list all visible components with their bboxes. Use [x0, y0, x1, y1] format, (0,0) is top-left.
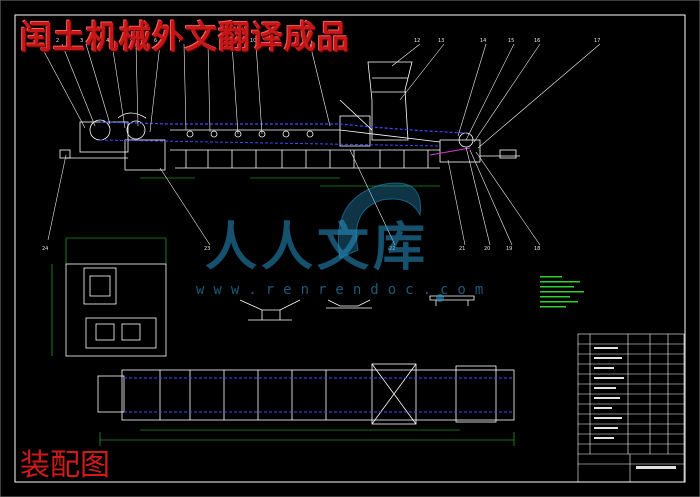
base-block — [59, 149, 71, 159]
callout-number: 5 — [130, 38, 134, 44]
hopper-chute — [339, 99, 373, 131]
callout-number: 4 — [106, 38, 110, 44]
trough-idler-section — [239, 299, 301, 311]
callout-number: 7 — [178, 38, 182, 44]
motor-block — [83, 267, 117, 305]
callout-number: 22 — [389, 246, 396, 252]
callout-number: 21 — [459, 246, 466, 252]
callout-number: 16 — [534, 38, 541, 44]
callout-number: 9 — [226, 38, 230, 44]
callout-number: 14 — [480, 38, 487, 44]
callout-number: 17 — [594, 38, 601, 44]
callout-number: 2 — [56, 38, 60, 44]
watermark-brand: 人人文库 — [205, 217, 430, 278]
callout-number: 24 — [42, 246, 49, 252]
plan-view — [97, 363, 515, 425]
idler-sections — [239, 295, 475, 321]
drive-cover — [117, 112, 147, 119]
callout-number: 13 — [438, 38, 445, 44]
drive-dimensions — [51, 237, 167, 356]
top-dimensions — [140, 177, 440, 187]
gear-cell — [121, 323, 141, 341]
watermark-swoosh-icon — [337, 182, 444, 302]
tensioner — [499, 149, 517, 159]
callout-number: 18 — [534, 246, 541, 252]
drawing-label: 装配图 — [20, 448, 110, 483]
idler — [282, 130, 290, 138]
plan-belt — [124, 377, 512, 413]
detail-frame — [65, 263, 167, 357]
idler — [186, 130, 194, 138]
callout-number: 6 — [154, 38, 158, 44]
bom-text-marks — [594, 347, 676, 469]
pipe-line — [429, 147, 471, 156]
incline-rail — [339, 129, 441, 143]
technical-notes — [540, 276, 584, 308]
plan-frame — [121, 369, 515, 421]
callout-number: 1 — [34, 38, 38, 44]
return-belt — [99, 139, 441, 147]
title-block — [577, 333, 685, 483]
return-idler-section — [327, 299, 371, 307]
top-leaders — [39, 43, 601, 149]
callout-number: 19 — [506, 246, 513, 252]
callout-number: 23 — [204, 246, 211, 252]
idler — [210, 130, 218, 138]
elevation-view — [59, 61, 520, 171]
bom-table — [577, 333, 685, 483]
idler — [306, 130, 314, 138]
watermark-url: www.renrendoc.com — [196, 282, 493, 298]
outer-frame — [14, 14, 686, 483]
reducer-pulley — [126, 120, 146, 140]
plan-dimensions — [99, 429, 515, 446]
callout-number: 12 — [414, 38, 421, 44]
callout-number: 8 — [202, 38, 206, 44]
feed-hopper — [367, 61, 413, 141]
drive-detail-view — [65, 263, 167, 357]
gearbox — [85, 317, 157, 349]
callout-number: 3 — [80, 38, 84, 44]
drive-motor — [79, 121, 129, 153]
callout-number: 20 — [484, 246, 491, 252]
motor-core — [89, 275, 111, 297]
callout-number: 15 — [508, 38, 515, 44]
skirt-box — [339, 115, 371, 147]
page-title: 闰土机械外文翻译成品 — [20, 18, 351, 56]
tail-frame — [439, 139, 481, 163]
plan-hopper — [371, 363, 417, 425]
flat-idler-section — [429, 295, 475, 301]
plan-tail — [455, 365, 497, 423]
bottom-leaders — [47, 146, 541, 246]
drive-frame — [124, 139, 166, 171]
callout-number: 10 — [250, 38, 257, 44]
callout-number: 11 — [304, 38, 311, 44]
drive-pulley — [89, 119, 111, 141]
plan-drive — [97, 375, 125, 413]
gear-cell — [95, 323, 115, 341]
conveyor-belt — [99, 121, 467, 134]
